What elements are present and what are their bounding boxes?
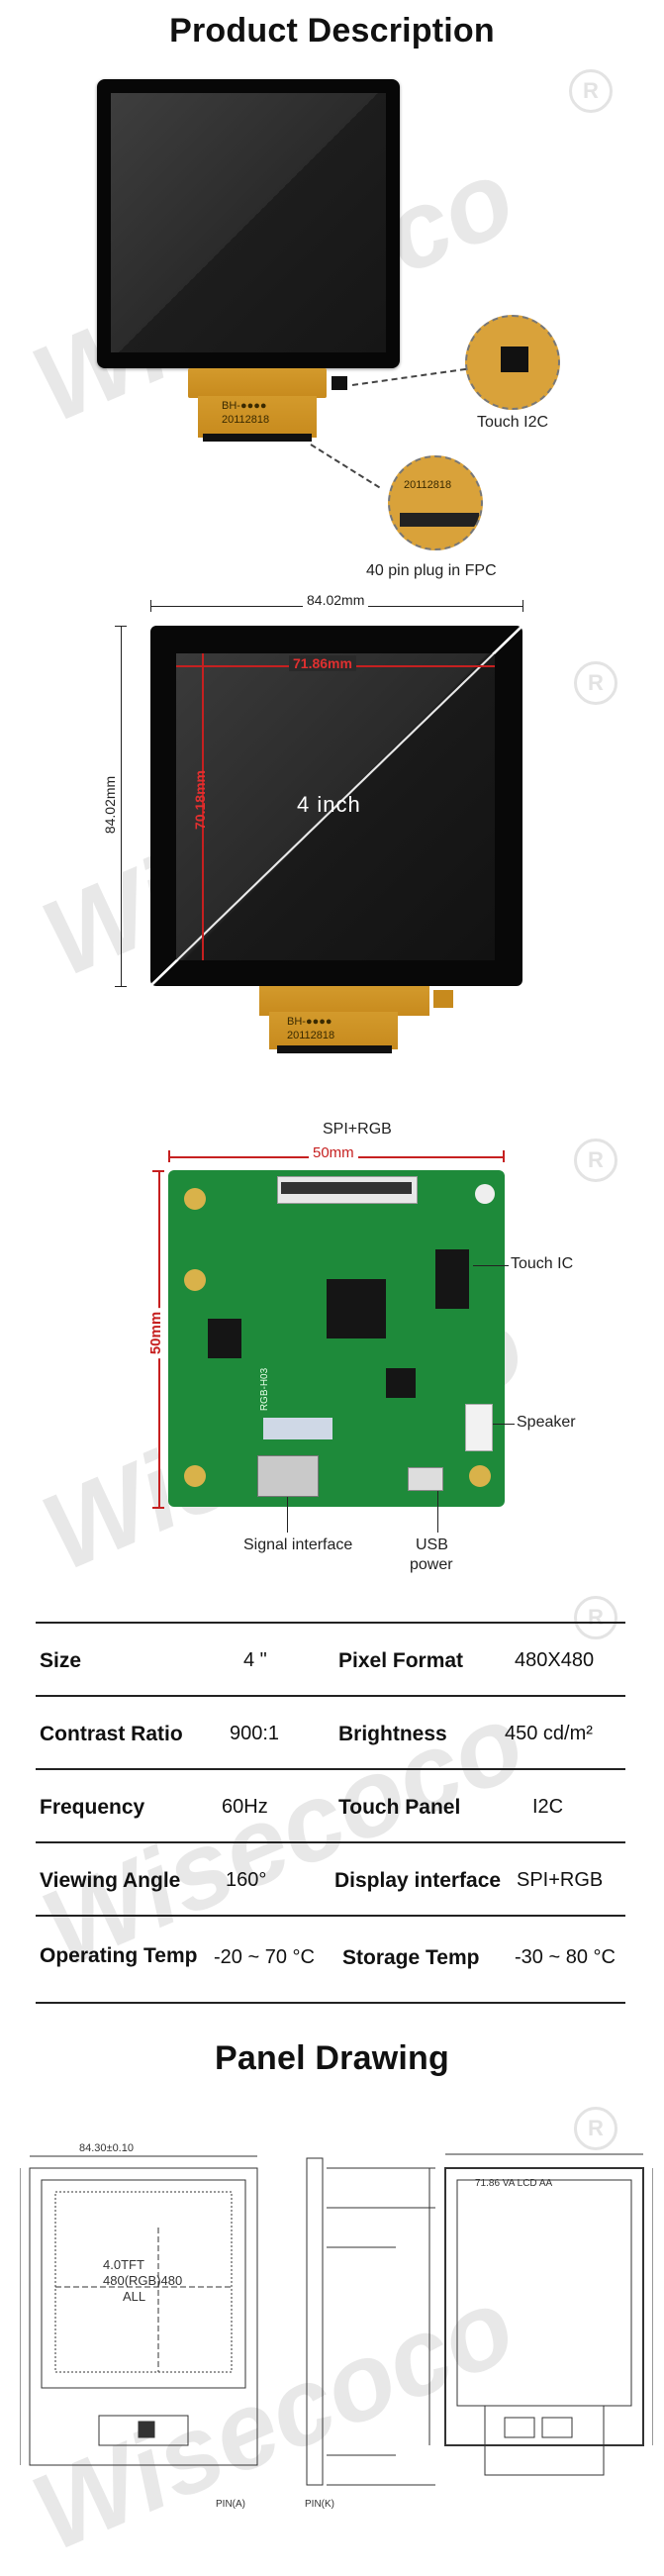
driver-board: RGB-H03 — [168, 1170, 505, 1507]
zoom-touch-ic — [465, 315, 560, 410]
width-active-dim: 71.86mm — [289, 655, 356, 671]
board-width-dim: 50mm — [309, 1144, 358, 1161]
fpc-cable — [188, 368, 327, 398]
watermark-mark: R — [574, 1139, 617, 1182]
spec-value: -20 ~ 70 °C — [214, 1946, 315, 1968]
spec-label: Brightness — [338, 1723, 447, 1745]
width-outer-dim: 84.02mm — [303, 592, 369, 608]
spec-value: SPI+RGB — [517, 1869, 604, 1891]
watermark-mark: R — [574, 2107, 617, 2150]
module-text-2: 480(RGB)480 — [103, 2273, 183, 2288]
spec-label: Frequency — [40, 1796, 145, 1819]
watermark-mark: R — [574, 661, 617, 705]
spec-label: Operating Temp — [40, 1944, 198, 1967]
outline-dim: 84.30±0.10 — [79, 2142, 134, 2154]
spec-label: Storage Temp — [342, 1946, 480, 1969]
spec-label: Display interface — [334, 1869, 502, 1892]
spec-value: -30 ~ 80 °C — [515, 1946, 616, 1968]
fpc-print-1: BH-●●●● — [222, 400, 267, 412]
spec-label: Touch Panel — [338, 1796, 461, 1819]
fpc-print-2: 20112818 — [222, 414, 270, 426]
watermark-mark: R — [569, 69, 613, 113]
fpc-print-1: BH-●●●● — [287, 1016, 332, 1028]
spec-row: Viewing Angle 160° Display interface SPI… — [36, 1841, 625, 1917]
board-height-dim: 50mm — [147, 1307, 165, 1359]
spec-row: Frequency 60Hz Touch Panel I2C — [36, 1768, 625, 1843]
height-outer-dim: 84.02mm — [102, 771, 119, 839]
pin-k-label: PIN(K) — [305, 2499, 334, 2510]
spec-value: 900:1 — [230, 1723, 280, 1744]
diagonal-label: 4 inch — [297, 792, 361, 817]
spec-value: 60Hz — [222, 1796, 268, 1818]
spi-rgb-label: SPI+RGB — [323, 1121, 392, 1138]
signal-interface-label: Signal interface — [243, 1536, 353, 1553]
touch-chip — [332, 376, 347, 390]
spec-value: 4 " — [243, 1649, 267, 1671]
spec-row: Contrast Ratio 900:1 Brightness 450 cd/m… — [36, 1695, 625, 1770]
panel-drawing-title: Panel Drawing — [215, 2039, 449, 2077]
pin-a-label: PIN(A) — [216, 2499, 245, 2510]
touch-i2c-label: Touch I2C — [477, 414, 549, 431]
lcd-photo-dimensions — [150, 626, 522, 986]
spec-label: Contrast Ratio — [40, 1723, 183, 1745]
spec-value: 450 cd/m² — [505, 1723, 593, 1744]
zoom-fpc: 20112818 — [388, 455, 483, 550]
spec-row: Operating Temp -20 ~ 70 °C Storage Temp … — [36, 1915, 625, 2004]
module-text-1: 4.0TFT — [103, 2257, 144, 2272]
lcd-photo-front — [97, 79, 400, 368]
board-silk: RGB-H03 — [259, 1367, 271, 1412]
panel-drawing — [20, 2153, 653, 2486]
product-description-title: Product Description — [169, 12, 495, 50]
touch-ic-label: Touch IC — [511, 1255, 574, 1272]
module-text-3: ALL — [123, 2289, 146, 2304]
speaker-label: Speaker — [517, 1414, 576, 1431]
fpc-label: 40 pin plug in FPC — [366, 562, 497, 579]
spec-label: Viewing Angle — [40, 1869, 181, 1892]
spec-label: Size — [40, 1649, 82, 1672]
fpc-print-2: 20112818 — [287, 1030, 335, 1041]
spec-value: 480X480 — [515, 1649, 595, 1671]
usb-label-1: USB — [416, 1536, 448, 1553]
usb-label-2: power — [410, 1556, 453, 1573]
spec-value: I2C — [532, 1796, 564, 1818]
spec-row: Size 4 " Pixel Format 480X480 — [36, 1622, 625, 1697]
height-active-dim: 70.18mm — [191, 770, 208, 830]
spec-value: 160° — [226, 1869, 267, 1891]
va-label: 71.86 VA LCD AA — [475, 2178, 553, 2189]
zoom-fpc-print: 20112818 — [404, 479, 452, 491]
spec-label: Pixel Format — [338, 1649, 464, 1672]
